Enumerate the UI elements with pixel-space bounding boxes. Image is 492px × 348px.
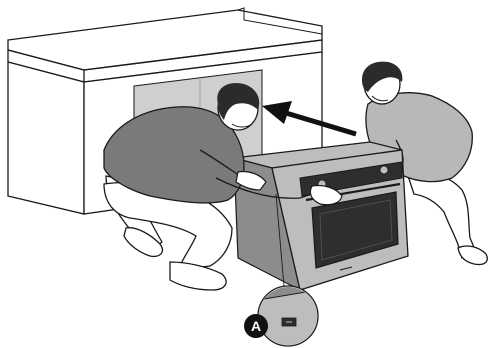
- cabinet-body: [8, 62, 84, 214]
- callout-label: A: [251, 318, 261, 334]
- built-in-oven: [234, 142, 408, 290]
- oven-knob-right: [380, 166, 388, 174]
